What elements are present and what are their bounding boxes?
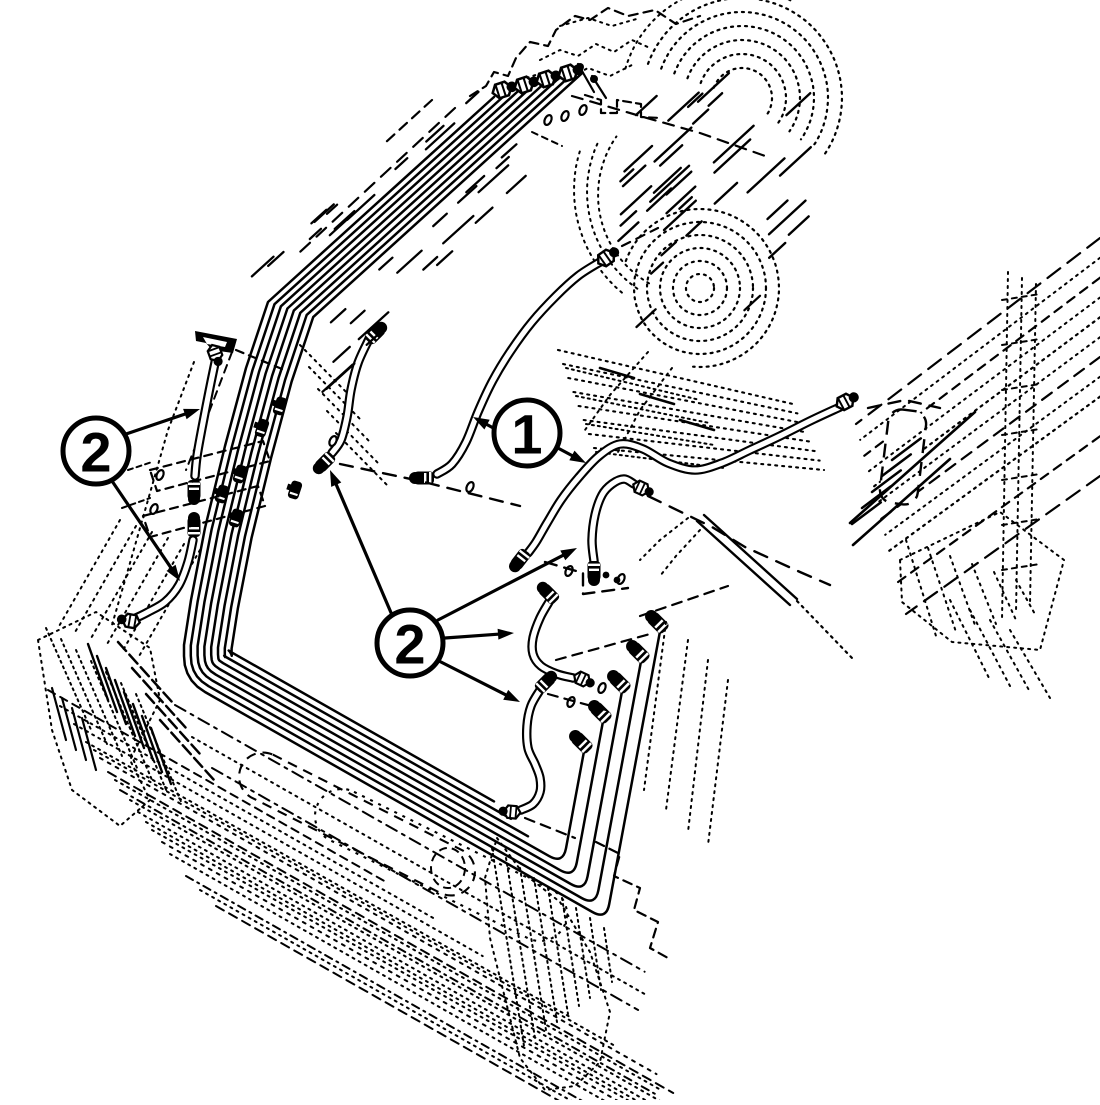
svg-text:2: 2 (80, 421, 111, 484)
svg-text:2: 2 (394, 613, 425, 676)
svg-text:1: 1 (511, 403, 542, 466)
